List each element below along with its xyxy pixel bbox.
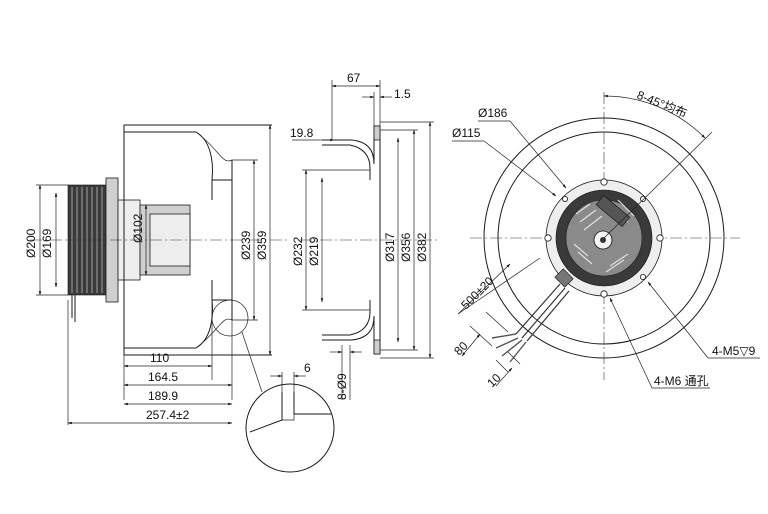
dim-phi359: Ø359 (255, 230, 269, 260)
nameplate (595, 195, 631, 227)
dim-phi200: Ø200 (24, 228, 38, 258)
dim-164-5: 164.5 (148, 370, 178, 384)
shroud-curve-top (195, 131, 213, 200)
dim-500-20: 500±20 (458, 274, 496, 312)
section-hole-dim: 8-Ø9 (330, 345, 362, 400)
dim-phi102: Ø102 (131, 213, 145, 243)
dim-phi186: Ø186 (478, 106, 508, 120)
mount-hole-icon (562, 195, 569, 202)
cable-assembly (491, 268, 574, 363)
dim-phi317: Ø317 (383, 232, 397, 262)
angle-note: 8-45°均布 (635, 88, 689, 121)
front-view: 8-45°均布 Ø186 Ø115 500±20 80 10 4-M5▽9 (451, 88, 760, 390)
dim-257-4: 257.4±2 (146, 408, 190, 422)
shroud-curve-bottom (195, 280, 213, 349)
dim-6: 6 (304, 361, 311, 375)
dim-10: 10 (484, 371, 504, 391)
section-top-dims: 67 1.5 19.8 (290, 71, 411, 142)
dim-phi382: Ø382 (415, 232, 429, 262)
hole-note-m5: 4-M5▽9 (712, 344, 756, 358)
dim-8-phi9: 8-Ø9 (335, 373, 349, 400)
dim-phi356: Ø356 (399, 232, 413, 262)
dim-phi115: Ø115 (452, 126, 481, 140)
detail-view: 6 (211, 299, 335, 473)
dim-phi232: Ø232 (291, 236, 305, 266)
dim-110: 110 (150, 351, 169, 365)
side-horizontal-dims: 110 164.5 189.9 257.4±2 (67, 300, 233, 425)
mount-hole-icon (600, 178, 608, 186)
inlet-ring-profile-top (322, 126, 375, 165)
mount-hole-icon (544, 234, 552, 242)
dim-1-5: 1.5 (394, 87, 411, 101)
section-vertical-dims: Ø232 Ø219 Ø317 Ø356 Ø382 (291, 121, 434, 359)
dim-80: 80 (451, 339, 471, 359)
side-vertical-dims: Ø200 Ø169 Ø102 Ø239 Ø359 (24, 124, 272, 356)
hole-note-m6: 4-M6 通孔 (654, 374, 709, 388)
detail-enlarged-circle (245, 383, 335, 473)
side-view: Ø200 Ø169 Ø102 Ø239 Ø359 110 164.5 189.9 (24, 124, 335, 473)
mount-hole-icon (640, 195, 647, 202)
section-view: 67 1.5 19.8 Ø232 Ø219 Ø317 Ø356 Ø382 (290, 71, 440, 400)
mount-hole-icon (640, 273, 647, 280)
dim-19-8: 19.8 (290, 126, 314, 140)
motor-rib-pattern (573, 199, 635, 273)
mount-hole-icon (600, 290, 608, 298)
dim-phi169: Ø169 (40, 228, 54, 258)
dim-189-9: 189.9 (148, 389, 178, 403)
dim-67: 67 (347, 71, 361, 85)
detail-marker-circle (211, 299, 249, 337)
mount-hole-icon (656, 234, 664, 242)
dim-phi239: Ø239 (239, 230, 253, 260)
dim-phi219: Ø219 (307, 236, 321, 266)
inlet-ring-profile-bottom (322, 315, 375, 354)
